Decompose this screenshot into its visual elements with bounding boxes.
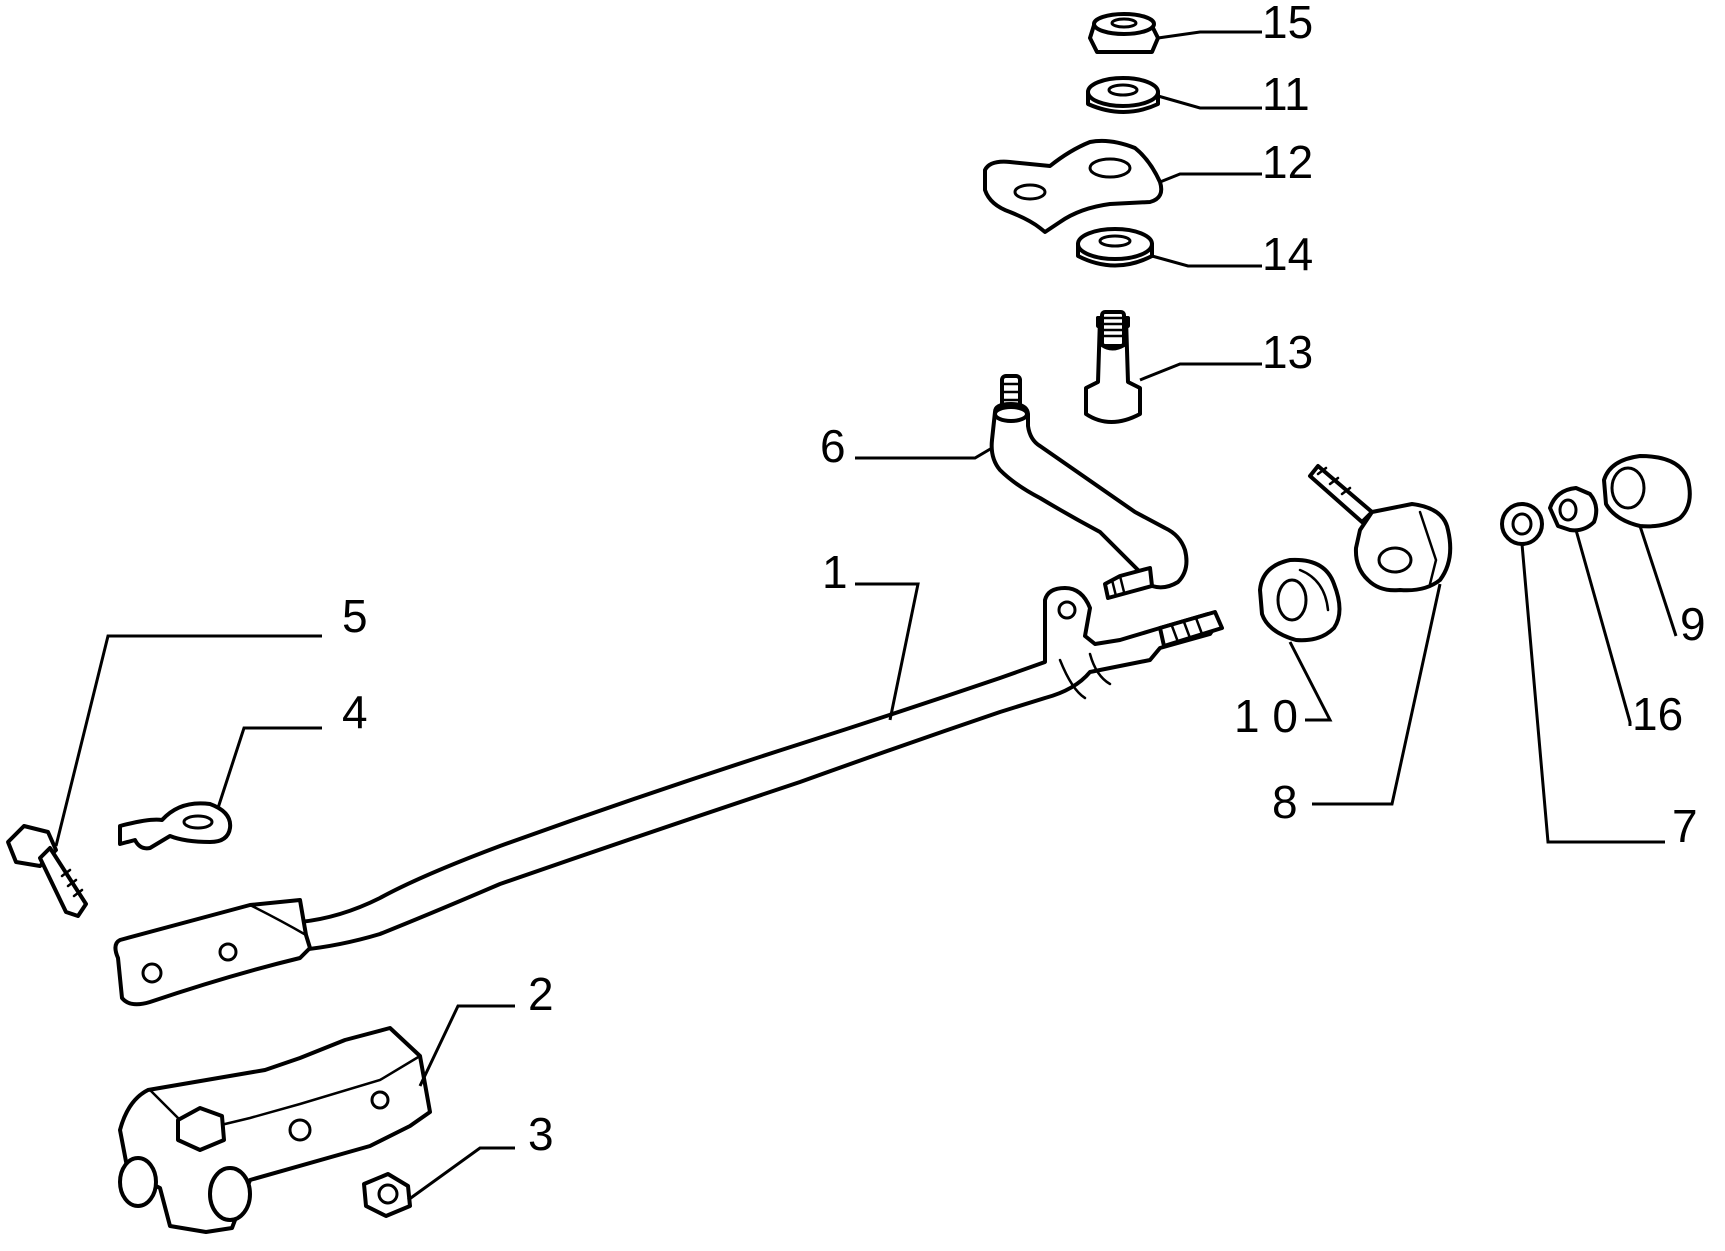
part-9-cap	[1602, 454, 1692, 529]
leader-15	[1157, 30, 1262, 40]
part-14-washer	[1076, 227, 1154, 268]
leader-4	[216, 726, 322, 809]
callout-11: 11	[1262, 68, 1310, 120]
callout-numbers: 15 11 12 14 13 6 1 5 4 1 0 8 7 16 9 2 3	[342, 0, 1706, 1160]
leader-14	[1151, 254, 1262, 268]
leader-12	[1159, 172, 1262, 184]
callout-5: 5	[342, 590, 368, 642]
leader-6	[855, 446, 993, 460]
leader-8	[1312, 583, 1442, 806]
callout-14: 14	[1262, 228, 1313, 280]
part-5-bolt	[6, 824, 88, 918]
leader-7	[1520, 543, 1665, 844]
callout-4: 4	[342, 686, 368, 738]
leader-5	[54, 634, 322, 847]
callout-8: 8	[1272, 776, 1298, 828]
part-12-plate	[983, 138, 1164, 234]
callout-9: 9	[1680, 598, 1706, 650]
part-2-clamp	[118, 1026, 432, 1234]
leader-2	[418, 1004, 515, 1087]
leader-13	[1139, 362, 1262, 382]
part-10-bushing	[1258, 557, 1342, 643]
part-13-stud	[1084, 310, 1142, 424]
leader-11	[1157, 94, 1262, 110]
callout-16: 16	[1632, 688, 1683, 740]
part-3-nut	[362, 1172, 412, 1218]
callout-6: 6	[820, 420, 846, 472]
leader-1	[855, 582, 920, 721]
leader-9	[1638, 525, 1678, 637]
callout-1: 1	[822, 546, 848, 598]
part-7-ring	[1500, 502, 1544, 546]
part-6-link	[989, 374, 1189, 600]
part-16-nut	[1548, 486, 1599, 533]
leader-3	[407, 1146, 515, 1202]
callout-10: 1 0	[1234, 690, 1298, 742]
leader-10	[1288, 641, 1333, 722]
callout-15: 15	[1262, 0, 1313, 48]
callout-7: 7	[1672, 800, 1698, 852]
part-8-bracket	[1308, 464, 1453, 593]
leader-lines	[54, 30, 1678, 1202]
callout-2: 2	[528, 968, 554, 1020]
callout-3: 3	[528, 1108, 554, 1160]
callout-12: 12	[1262, 136, 1313, 188]
part-15-nut	[1088, 12, 1160, 54]
part-1-shift-rod	[113, 586, 1224, 1007]
leader-16	[1574, 529, 1632, 726]
callout-13: 13	[1262, 326, 1313, 378]
part-11-washer	[1086, 76, 1160, 114]
part-4-tab-washer	[118, 801, 233, 851]
